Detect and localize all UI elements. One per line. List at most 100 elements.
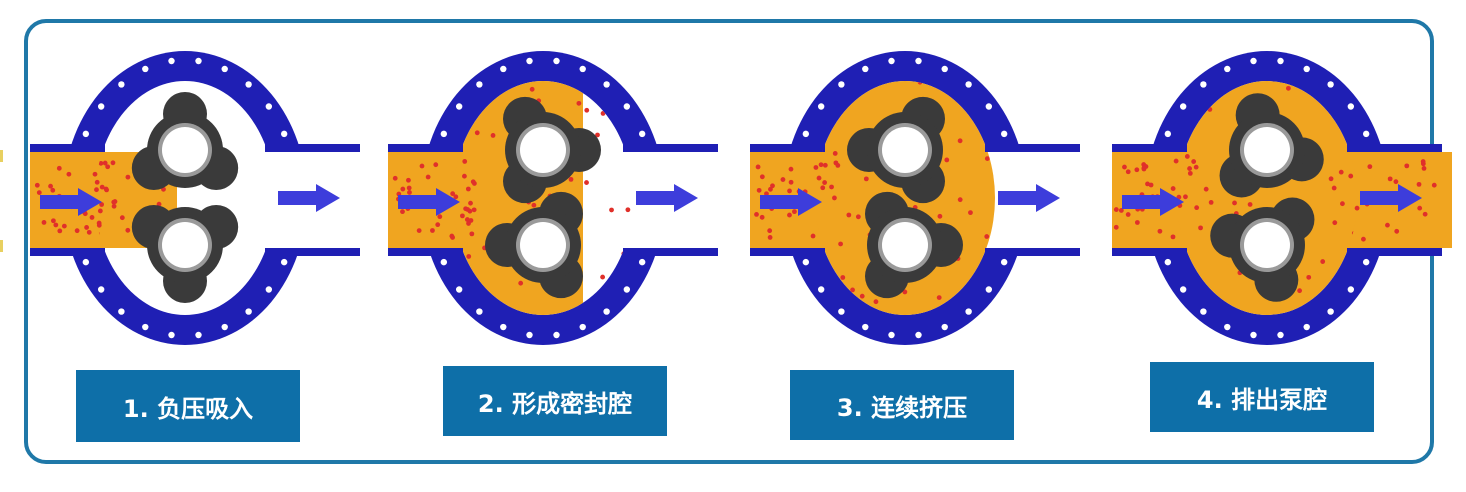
fluid-dot bbox=[1173, 158, 1179, 164]
bolt-hole bbox=[1179, 286, 1187, 293]
fluid-dot bbox=[625, 207, 631, 213]
fluid-dot bbox=[419, 163, 425, 169]
bolt-hole bbox=[1327, 81, 1334, 88]
bolt-hole bbox=[97, 103, 105, 110]
pipe-wall bbox=[1347, 144, 1442, 152]
bolt-hole bbox=[603, 81, 610, 88]
pipe-wall bbox=[30, 248, 105, 256]
bolt-hole bbox=[221, 323, 228, 331]
fluid-dot bbox=[850, 287, 855, 293]
bolt-hole bbox=[265, 286, 273, 293]
fluid-dot bbox=[96, 222, 102, 228]
fluid-dot bbox=[1331, 185, 1337, 191]
fluid-dot bbox=[400, 209, 405, 215]
fluid-dot bbox=[110, 160, 116, 166]
fluid-dot bbox=[1141, 165, 1147, 171]
bolt-hole bbox=[965, 308, 972, 315]
fluid-dot bbox=[846, 212, 852, 218]
bolt-hole bbox=[838, 81, 845, 88]
bolt-hole bbox=[941, 65, 948, 73]
bolt-hole bbox=[118, 308, 125, 315]
fluid-dot bbox=[787, 188, 792, 194]
pipe-wall bbox=[750, 248, 825, 256]
fluid-dot bbox=[48, 183, 53, 189]
fluid-dot bbox=[1122, 164, 1127, 170]
bolt-hole bbox=[1277, 331, 1284, 339]
fluid-dot bbox=[468, 200, 473, 206]
bolt-hole bbox=[195, 331, 202, 339]
arrow-shaft bbox=[398, 195, 438, 209]
fluid-dot bbox=[111, 199, 117, 205]
step-label: 1. 负压吸入 bbox=[76, 370, 300, 442]
fluid-dot bbox=[97, 208, 103, 214]
bolt-hole bbox=[623, 286, 631, 293]
fluid-dot bbox=[1417, 205, 1423, 211]
fluid-dot bbox=[822, 162, 828, 168]
fluid-dot bbox=[1387, 176, 1393, 182]
rotor-icon bbox=[1219, 93, 1324, 198]
fluid-dot bbox=[768, 186, 773, 192]
fluid-dot bbox=[1194, 205, 1200, 211]
step-label: 4. 排出泵腔 bbox=[1150, 362, 1374, 432]
left-edge-mark bbox=[0, 240, 3, 252]
bolt-hole bbox=[915, 57, 922, 65]
bolt-hole bbox=[1362, 258, 1370, 266]
bolt-hole bbox=[1164, 130, 1172, 138]
bolt-hole bbox=[1347, 286, 1355, 293]
pipe-wall bbox=[388, 248, 463, 256]
bolt-hole bbox=[1327, 308, 1334, 315]
bolt-hole bbox=[1000, 130, 1008, 138]
fluid-dot bbox=[996, 93, 1001, 98]
fluid-dot bbox=[1416, 181, 1422, 187]
fluid-dot bbox=[94, 187, 99, 193]
fluid-dot bbox=[462, 173, 467, 179]
bolt-hole bbox=[1224, 323, 1231, 331]
rotor-icon bbox=[503, 96, 601, 204]
fluid-dot bbox=[1118, 208, 1124, 213]
arrow-head bbox=[78, 188, 102, 216]
fluid-dot bbox=[125, 227, 131, 233]
fluid-dot bbox=[86, 229, 92, 235]
fluid-dot bbox=[94, 179, 100, 185]
bolt-hole bbox=[817, 103, 825, 110]
fluid-dot bbox=[813, 165, 819, 170]
arrow-head bbox=[798, 188, 822, 216]
hub-bore bbox=[520, 222, 566, 268]
bolt-hole bbox=[862, 323, 869, 331]
bolt-hole bbox=[965, 81, 972, 88]
fluid-dot bbox=[466, 254, 472, 259]
pump-diagram bbox=[30, 51, 370, 345]
bolt-hole bbox=[280, 258, 288, 266]
fluid-dot bbox=[568, 176, 574, 182]
fluid-dot bbox=[53, 222, 59, 228]
rotor-icon bbox=[1210, 197, 1315, 302]
fluid-dot bbox=[1404, 163, 1410, 169]
fluid-dot bbox=[105, 164, 111, 170]
fluid-dot bbox=[1170, 234, 1176, 240]
bolt-hole bbox=[500, 65, 507, 73]
fluid-dot bbox=[759, 214, 765, 220]
right-arrow-icon bbox=[278, 184, 340, 212]
step-label: 2. 形成密封腔 bbox=[443, 366, 667, 436]
fluid-dot bbox=[102, 160, 108, 166]
pipe-wall bbox=[1347, 248, 1442, 256]
fluid-dot bbox=[82, 211, 88, 217]
fluid-dot bbox=[470, 179, 476, 185]
fluid-dot bbox=[788, 166, 794, 172]
bolt-hole bbox=[82, 258, 90, 266]
right-arrow-icon bbox=[40, 188, 102, 216]
fluid-dot bbox=[464, 217, 470, 222]
fluid-dot bbox=[1328, 176, 1334, 182]
fluid-dot bbox=[792, 209, 797, 215]
fluid-dot bbox=[1171, 304, 1176, 309]
fluid-dot bbox=[840, 275, 846, 280]
fluid-dot bbox=[1157, 228, 1163, 234]
bolt-hole bbox=[476, 81, 483, 88]
fluid-dot bbox=[406, 185, 412, 191]
rotor-icon bbox=[865, 191, 963, 299]
bolt-hole bbox=[455, 286, 463, 293]
fluid-dot bbox=[400, 186, 406, 192]
bolt-hole bbox=[638, 130, 646, 138]
fluid-dot bbox=[576, 100, 582, 106]
bolt-hole bbox=[118, 81, 125, 88]
